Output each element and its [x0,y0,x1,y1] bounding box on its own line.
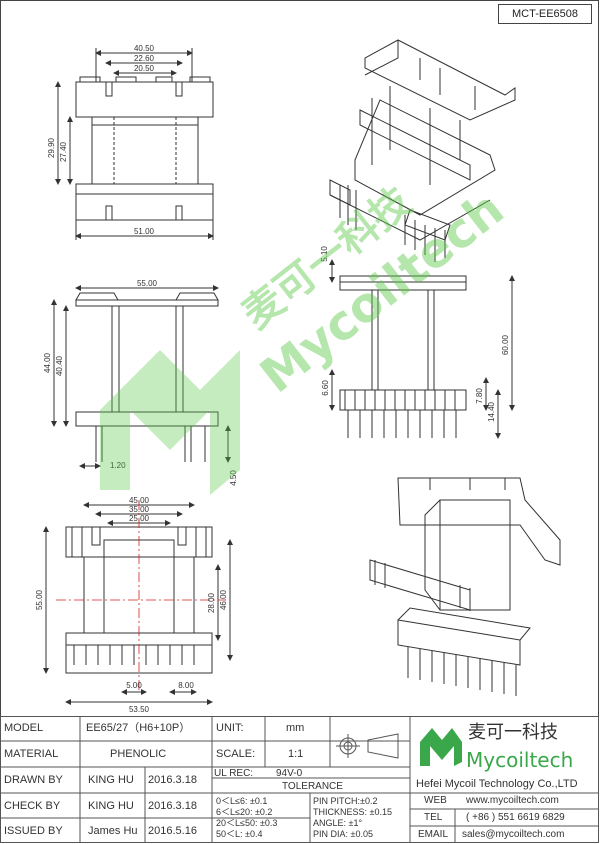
dim-side-height: 60.00 [501,334,510,355]
dim-top-width: 51.00 [134,227,155,236]
dim-side-top: 5.10 [320,246,329,262]
tol-3: 20＜L≤50: ±0.3 [216,818,278,828]
tolerance-label: TOLERANCE [282,781,343,792]
tol-pin-dia: PIN DIA: ±0.05 [313,829,373,839]
tol-4: 50＜L: ±0.4 [216,829,263,839]
iso-view-bottom [369,477,561,696]
tol-1: 0＜L≤6: ±0.1 [216,796,268,806]
scale-label: SCALE: [216,748,256,760]
drawing-code: MCT-EE6508 [498,4,592,24]
dim-top-h2: 27.40 [59,141,68,162]
dim-bottom-w2: 35.00 [129,505,150,514]
web-label: WEB [424,795,447,806]
drawn-by: KING HU [88,774,134,786]
top-view [55,48,214,240]
dim-bottom-h1: 55.00 [35,589,44,610]
issued-date: 2016.5.16 [148,825,197,837]
dim-front-width: 55.00 [137,279,158,288]
web-value[interactable]: www.mycoiltech.com [466,795,559,806]
dim-side-p1: 7.80 [475,388,484,404]
check-by: KING HU [88,800,134,812]
dim-bottom-w1: 45.00 [129,496,150,505]
issued-label: ISSUED BY [4,825,63,837]
ul-value: 94V-0 [276,768,303,779]
logo-cn: 麦可一科技 [468,722,558,743]
dim-side-base: 6.60 [321,380,330,396]
bottom-view [43,502,233,705]
front-view [51,285,231,469]
drawn-date: 2016.3.18 [148,774,197,786]
model-value: EE65/27（H6+10P） [86,722,191,734]
unit-label: UNIT: [216,722,244,734]
dim-front-pin-h: 4.50 [229,470,238,486]
watermark-logo [100,350,240,495]
check-date: 2016.3.18 [148,800,197,812]
projection-symbol [336,733,399,759]
title-block-grid [0,716,599,843]
issued-by: James Hu [88,825,138,837]
side-view [329,259,515,439]
check-label: CHECK BY [4,800,61,812]
title-block: MODEL EE65/27（H6+10P） UNIT: mm MATERIAL … [0,716,600,844]
tel-label: TEL [424,812,443,823]
logo-en: Mycoiltech [466,748,574,772]
tol-angle: ANGLE: ±1° [313,818,363,828]
dim-front-pin-w: 1.20 [110,461,126,470]
email-label: EMAIL [418,829,449,840]
dim-bottom-width: 53.50 [129,705,150,714]
model-label: MODEL [4,722,44,734]
dim-top-h1: 29.90 [47,137,56,158]
dim-bottom-w3: 25.00 [129,514,150,523]
center-lines [56,500,226,690]
tol-thickness: THICKNESS: ±0.15 [313,807,392,817]
dim-bottom-pitch: 5.00 [126,681,142,690]
company-name: Hefei Mycoil Technology Co.,LTD [416,778,578,790]
unit-value: mm [286,722,305,734]
ul-label: UL REC: [214,768,254,779]
dim-bottom-h3: 46.00 [219,589,228,610]
iso-view-top [329,39,516,262]
dim-side-p2: 14.40 [487,401,496,422]
dim-bottom-h2: 28.00 [207,592,216,613]
dim-top-w1: 40.50 [134,44,155,53]
email-value[interactable]: sales@mycoiltech.com [462,829,565,840]
dim-front-h2: 40.40 [55,355,64,376]
tel-value: ( +86 ) 551 6619 6829 [466,812,565,823]
company-logo-icon [420,728,462,766]
dim-top-w3: 20.50 [134,64,155,73]
tol-pin-pitch: PIN PITCH:±0.2 [313,796,378,806]
tol-2: 6＜L≤20: ±0.2 [216,807,273,817]
drawn-label: DRAWN BY [4,774,63,786]
material-value: PHENOLIC [110,748,167,760]
scale-value: 1:1 [288,748,304,760]
dim-top-w2: 22.60 [134,54,155,63]
dim-front-h1: 44.00 [43,352,52,373]
material-label: MATERIAL [4,748,59,760]
dim-bottom-offset: 8.00 [178,681,194,690]
